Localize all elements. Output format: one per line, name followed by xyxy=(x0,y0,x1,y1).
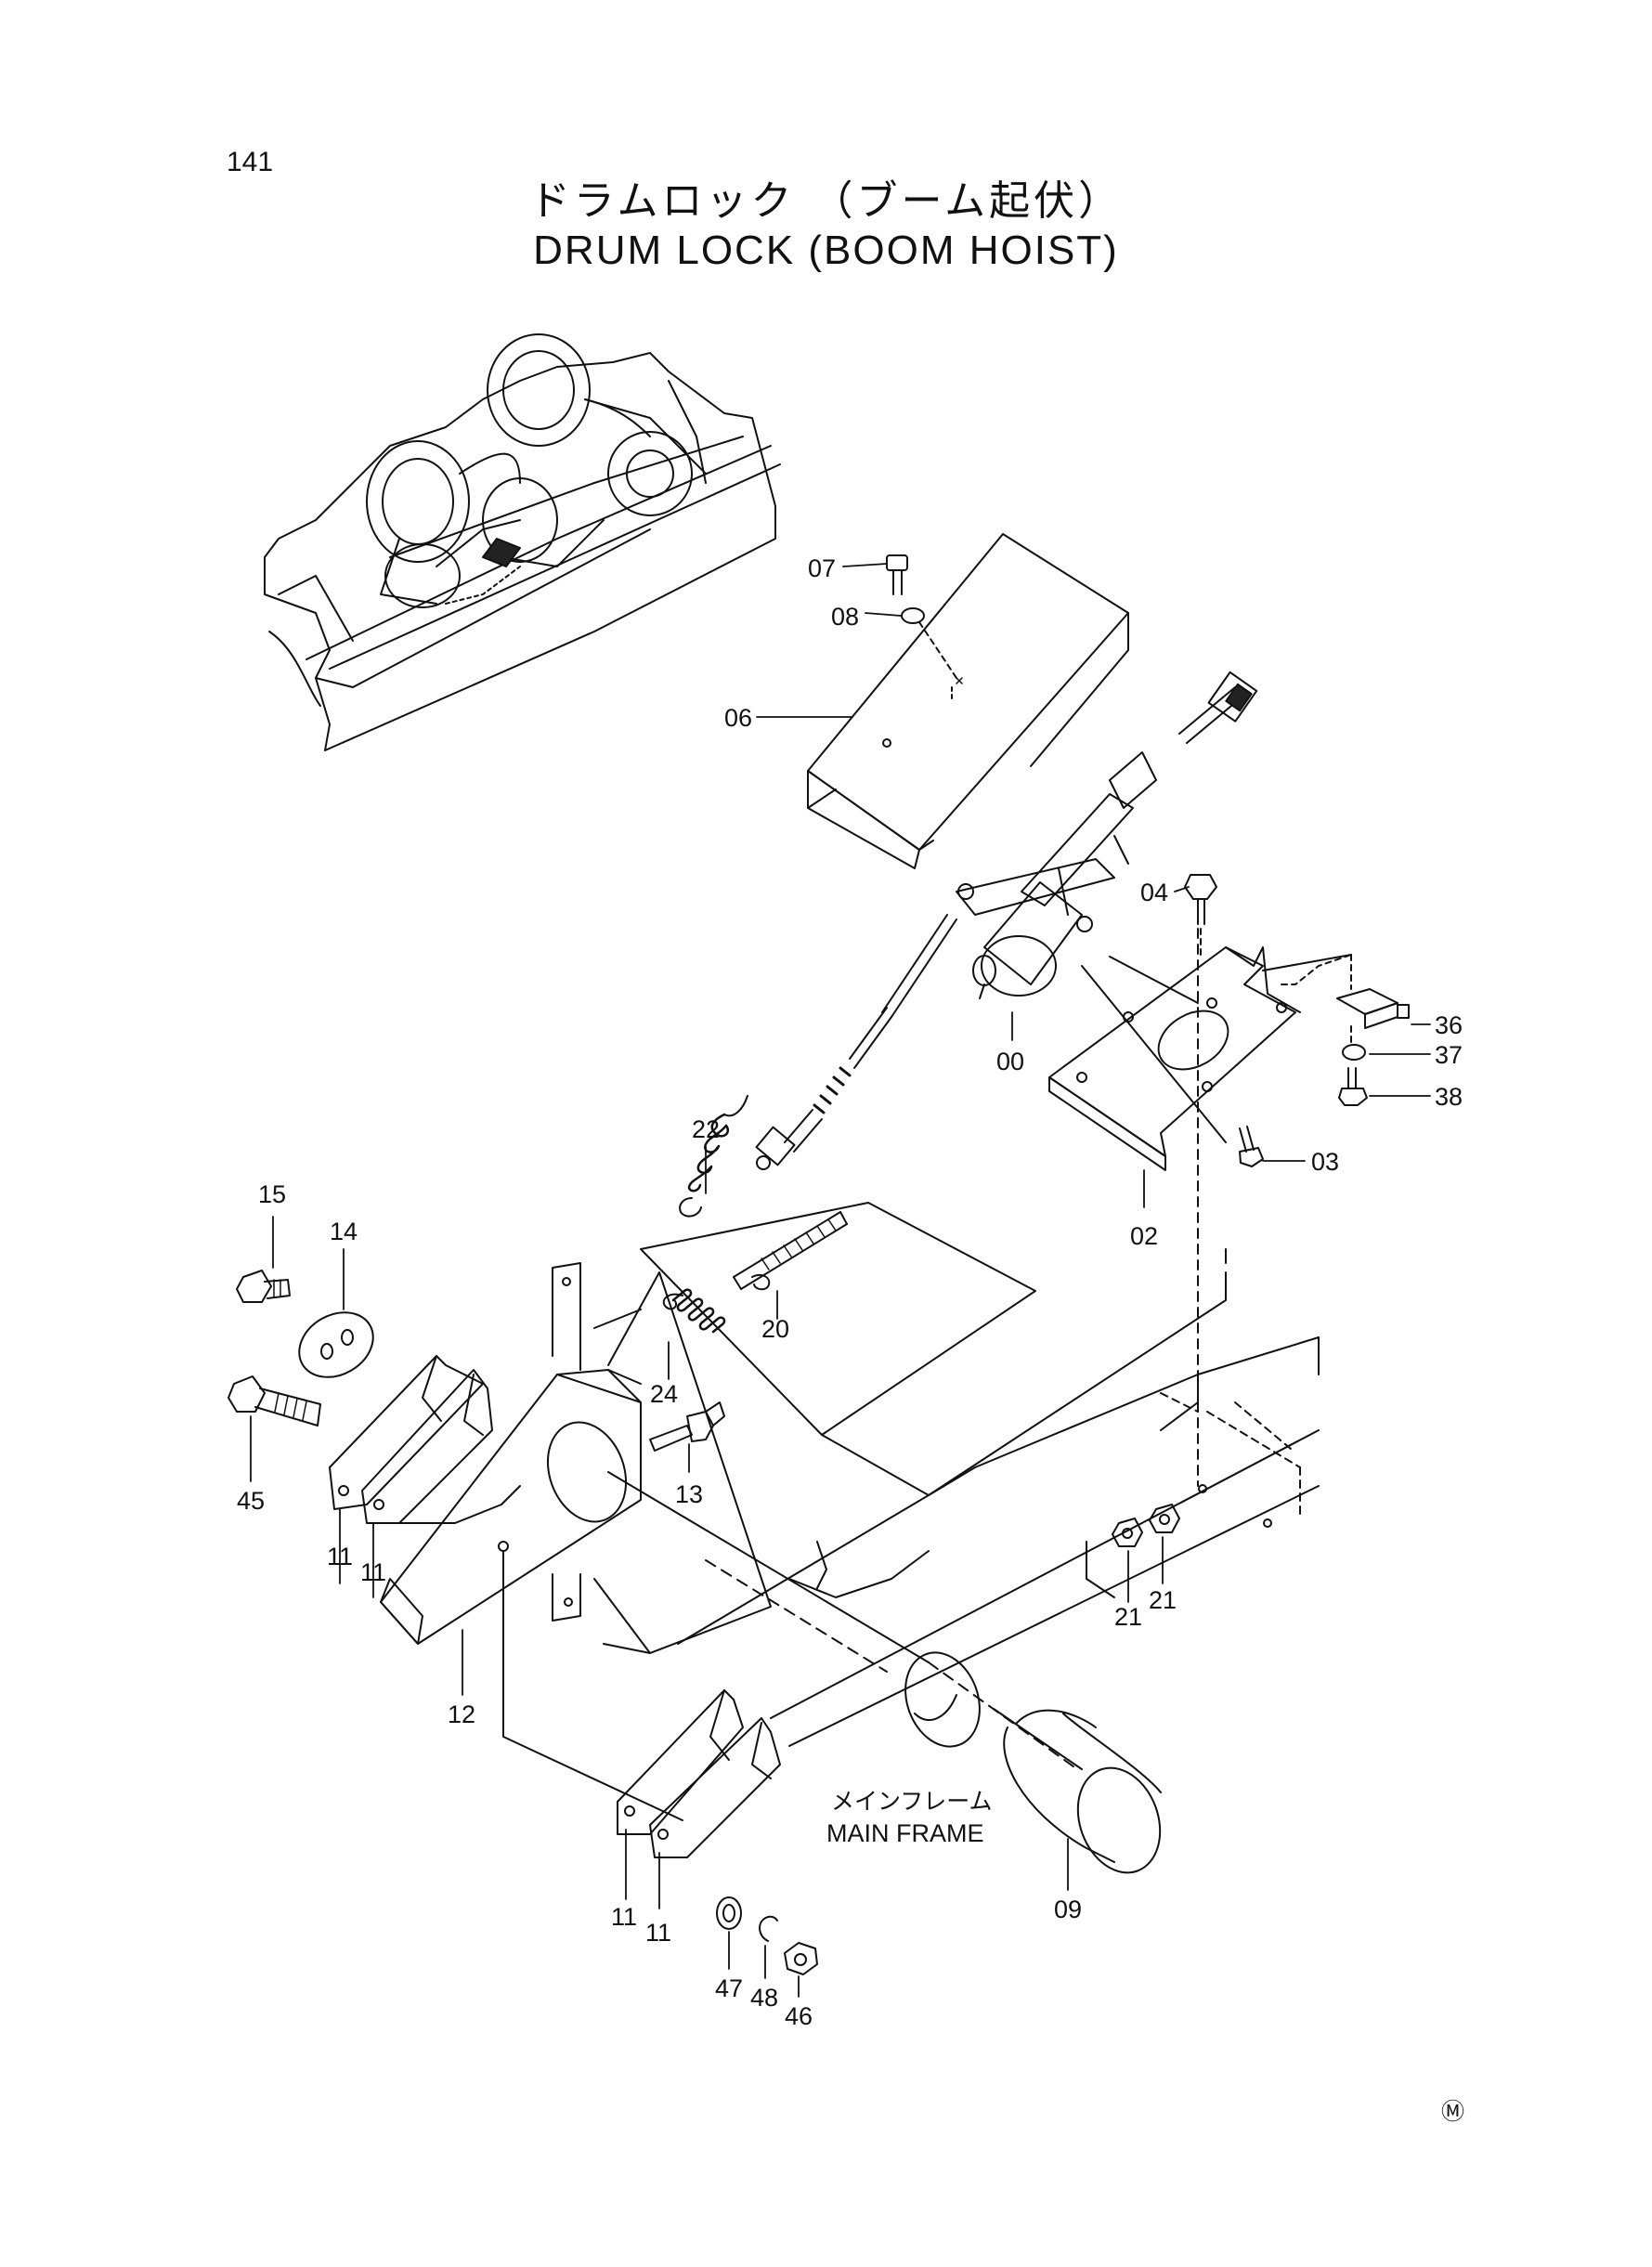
page-title-english: DRUM LOCK (BOOM HOIST) xyxy=(533,228,1119,273)
assembly-line xyxy=(919,622,956,678)
part-02-bracket-plate xyxy=(1049,947,1300,1170)
leader xyxy=(1082,966,1226,1142)
label-22: 22 xyxy=(692,1115,720,1143)
main-frame-outline xyxy=(641,1203,1319,1746)
label-02: 02 xyxy=(1130,1222,1158,1250)
label-00: 00 xyxy=(996,1048,1024,1075)
label-07: 07 xyxy=(808,554,836,582)
part-06-cover xyxy=(808,534,1128,868)
callout-labels: 07 08 06 04 36 37 38 00 03 02 22 15 14 2… xyxy=(237,554,1464,2125)
label-12: 12 xyxy=(448,1700,475,1728)
part-20-pin xyxy=(734,1212,847,1289)
part-04-bolt xyxy=(1185,875,1216,957)
label-48: 48 xyxy=(750,1984,778,2012)
assembly-line xyxy=(608,1472,929,1662)
label-21-a: 21 xyxy=(1114,1603,1142,1631)
location-inset-drawing xyxy=(265,334,780,750)
callout-leaders xyxy=(251,564,1430,1997)
m-mark: Ⓜ xyxy=(1441,2098,1464,2125)
page-number: 141 xyxy=(227,147,274,177)
part-15-bolt xyxy=(237,1270,290,1302)
part-08-washer xyxy=(902,608,924,623)
label-08: 08 xyxy=(831,603,859,631)
part-48-snap-ring xyxy=(760,1917,777,1941)
label-11-a: 11 xyxy=(327,1543,353,1570)
part-00-actuator xyxy=(757,672,1257,1169)
part-09-pin xyxy=(893,1642,1175,1884)
part-38-bolt xyxy=(1339,1068,1367,1105)
label-03: 03 xyxy=(1311,1148,1339,1176)
assembly-line xyxy=(706,1560,887,1672)
part-14-plate xyxy=(288,1299,385,1389)
leader xyxy=(1110,957,1198,1003)
label-46: 46 xyxy=(785,2002,813,2030)
label-06: 06 xyxy=(724,704,752,732)
label-15: 15 xyxy=(258,1180,286,1208)
part-13-grease-fitting xyxy=(650,1402,724,1451)
part-12-lever xyxy=(381,1263,771,1820)
label-11-b: 11 xyxy=(360,1558,386,1586)
part-24-spring xyxy=(594,1275,769,1332)
label-20: 20 xyxy=(761,1315,789,1343)
part-46-nut xyxy=(785,1943,817,1974)
page-title-japanese: ドラムロック （ブーム起伏） xyxy=(528,177,1124,225)
label-38: 38 xyxy=(1435,1083,1463,1111)
label-11-d: 11 xyxy=(645,1919,671,1947)
label-04: 04 xyxy=(1140,879,1168,906)
part-03-bolt xyxy=(1240,1127,1263,1166)
label-45: 45 xyxy=(237,1487,265,1515)
part-36-switch xyxy=(1337,989,1409,1028)
part-47-washer xyxy=(717,1897,741,1929)
label-47: 47 xyxy=(715,1974,743,2002)
label-36: 36 xyxy=(1435,1011,1463,1039)
assembly-line xyxy=(929,1662,1077,1769)
part-45-bolt xyxy=(228,1376,320,1426)
main-frame-label-japanese: メインフレーム xyxy=(831,1788,993,1815)
part-11-plate-lower xyxy=(618,1690,780,1857)
label-37: 37 xyxy=(1435,1041,1463,1069)
label-09: 09 xyxy=(1054,1896,1082,1923)
part-22-spring xyxy=(680,1096,748,1217)
part-21-nuts xyxy=(1112,1505,1179,1546)
part-07-bolt xyxy=(887,555,907,594)
part-37-washer xyxy=(1343,1045,1365,1060)
label-21-b: 21 xyxy=(1149,1586,1177,1614)
label-14: 14 xyxy=(330,1218,358,1245)
label-24: 24 xyxy=(650,1380,678,1408)
label-13: 13 xyxy=(675,1480,703,1508)
label-11-c: 11 xyxy=(611,1903,637,1931)
main-frame-label-english: MAIN FRAME xyxy=(826,1819,984,1847)
part-11-plate-upper xyxy=(330,1356,520,1523)
